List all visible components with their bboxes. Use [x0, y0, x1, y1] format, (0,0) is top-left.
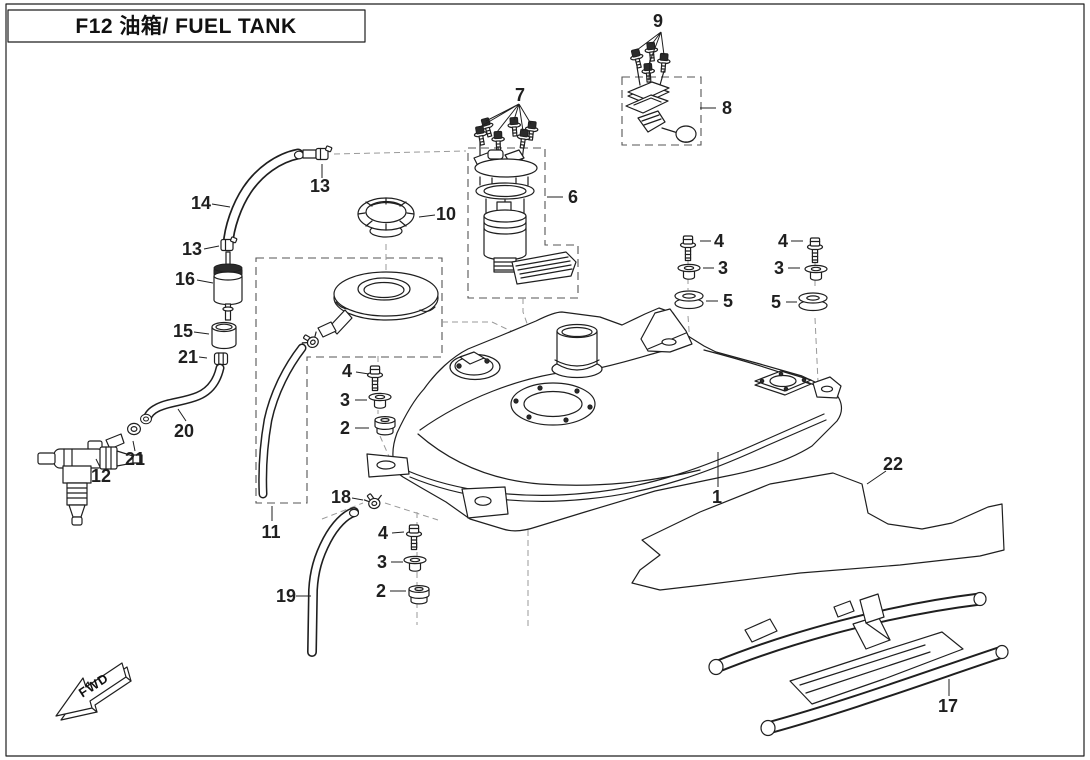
fuel-cap-10	[357, 197, 415, 238]
callout-7: 7	[515, 85, 525, 105]
tab-hole-front	[474, 496, 492, 506]
callout-16: 16	[175, 269, 195, 289]
callout-13-a: 13	[310, 176, 330, 196]
callout-2-d: 2	[376, 581, 386, 601]
callout-4-c: 4	[342, 361, 352, 381]
sensor-box-8	[621, 76, 702, 146]
bolt-set-a	[674, 235, 704, 310]
callout-6: 6	[568, 187, 578, 207]
callout-21-a: 21	[178, 347, 198, 367]
washer-3	[368, 392, 392, 409]
callout-13-b: 13	[182, 239, 202, 259]
callout-19: 19	[276, 586, 296, 606]
tank-sensor-plate	[754, 370, 812, 396]
grommet-5	[674, 290, 704, 310]
tank-filler-neck	[551, 323, 603, 379]
callout-3-d: 3	[377, 552, 387, 572]
filler-hose-box-11	[255, 257, 443, 504]
title-box	[7, 9, 366, 43]
filter-cap-15	[211, 321, 237, 350]
ring-clamp-21-bottom	[126, 422, 141, 436]
tank-sender-flange	[449, 351, 501, 381]
callout-1: 1	[712, 487, 722, 507]
tank-mount-fin	[640, 308, 693, 353]
callout-4-b: 4	[778, 231, 788, 251]
callout-4-d: 4	[378, 523, 388, 543]
bolt-4	[405, 524, 423, 551]
fuel-tank-1	[366, 307, 843, 532]
callout-17: 17	[938, 696, 958, 716]
title-block: F12 油箱/ FUEL TANK	[7, 9, 366, 43]
tab-hole-left	[376, 460, 396, 470]
callout-3-b: 3	[774, 258, 784, 278]
callout-11: 11	[261, 522, 280, 542]
sensor-bolts-9	[628, 41, 672, 86]
fuel-hose-20	[140, 363, 225, 425]
tank-body	[392, 307, 843, 532]
bolt-set-d	[403, 524, 430, 605]
callout-5-a: 5	[723, 291, 733, 311]
clamp-nut-21-top	[213, 352, 229, 366]
tab-hole-rear	[820, 385, 834, 393]
bushing-2	[374, 416, 396, 436]
bolt-set-c	[366, 365, 396, 436]
callout-4-a: 4	[714, 231, 724, 251]
pump-flange	[474, 158, 538, 178]
heat-shield-pad-22	[631, 472, 1005, 591]
bolt-9	[640, 62, 656, 83]
filler-ring-assembly-11	[258, 271, 439, 499]
drain-hose-19	[307, 507, 360, 657]
callout-18: 18	[331, 487, 351, 507]
rollover-valve-12	[37, 433, 143, 526]
fuel-level-sensor-8	[625, 81, 697, 143]
callout-8: 8	[722, 98, 732, 118]
callout-3-c: 3	[340, 390, 350, 410]
pump-bolts-7	[472, 116, 540, 161]
leader-lines	[95, 31, 950, 696]
bushing-2	[408, 584, 430, 605]
bolt-set-b	[798, 237, 828, 312]
callout-14: 14	[191, 193, 211, 213]
bolt-9	[628, 47, 647, 70]
hose-stub	[302, 149, 317, 159]
bolt-9	[656, 52, 672, 73]
callout-20: 20	[174, 421, 194, 441]
diagram-title: F12 油箱/ FUEL TANK	[75, 14, 296, 38]
tank-mount-bracket-17	[708, 591, 1009, 737]
grommet-5	[798, 292, 828, 312]
callout-9: 9	[653, 11, 663, 31]
callout-2-c: 2	[340, 418, 350, 438]
pump-strainer	[511, 251, 577, 285]
callout-15: 15	[173, 321, 193, 341]
bolt-4	[679, 235, 697, 262]
callouts-layer: 9 8 7 6 13 14 10 13 16 4 3 5 4 3 5 15 21…	[91, 11, 958, 716]
callout-3-a: 3	[718, 258, 728, 278]
callout-10: 10	[436, 204, 456, 224]
hose-clamp-13-top	[315, 145, 333, 161]
fin-hole	[661, 338, 677, 346]
callout-22: 22	[883, 454, 903, 474]
fuel-filter-16	[213, 251, 243, 321]
tank-seam	[407, 413, 827, 502]
callout-12: 12	[91, 466, 111, 486]
fwd-arrow: FWD	[55, 662, 132, 721]
breather-hose-14	[222, 148, 305, 251]
pump-box-6	[467, 147, 579, 299]
washer-3	[677, 263, 701, 280]
filler-spout	[329, 309, 353, 335]
tank-crease-front	[417, 433, 701, 486]
page-border	[5, 3, 1085, 757]
hose-clamp-18	[362, 490, 385, 511]
washer-3	[403, 555, 427, 572]
callout-5-b: 5	[771, 292, 781, 312]
fuel-pump-6	[473, 149, 577, 285]
bolt-4	[366, 365, 384, 392]
washer-3	[804, 264, 828, 281]
bolt-4	[806, 237, 824, 264]
callout-21-b: 21	[125, 449, 145, 469]
tank-pump-flange	[510, 382, 596, 426]
